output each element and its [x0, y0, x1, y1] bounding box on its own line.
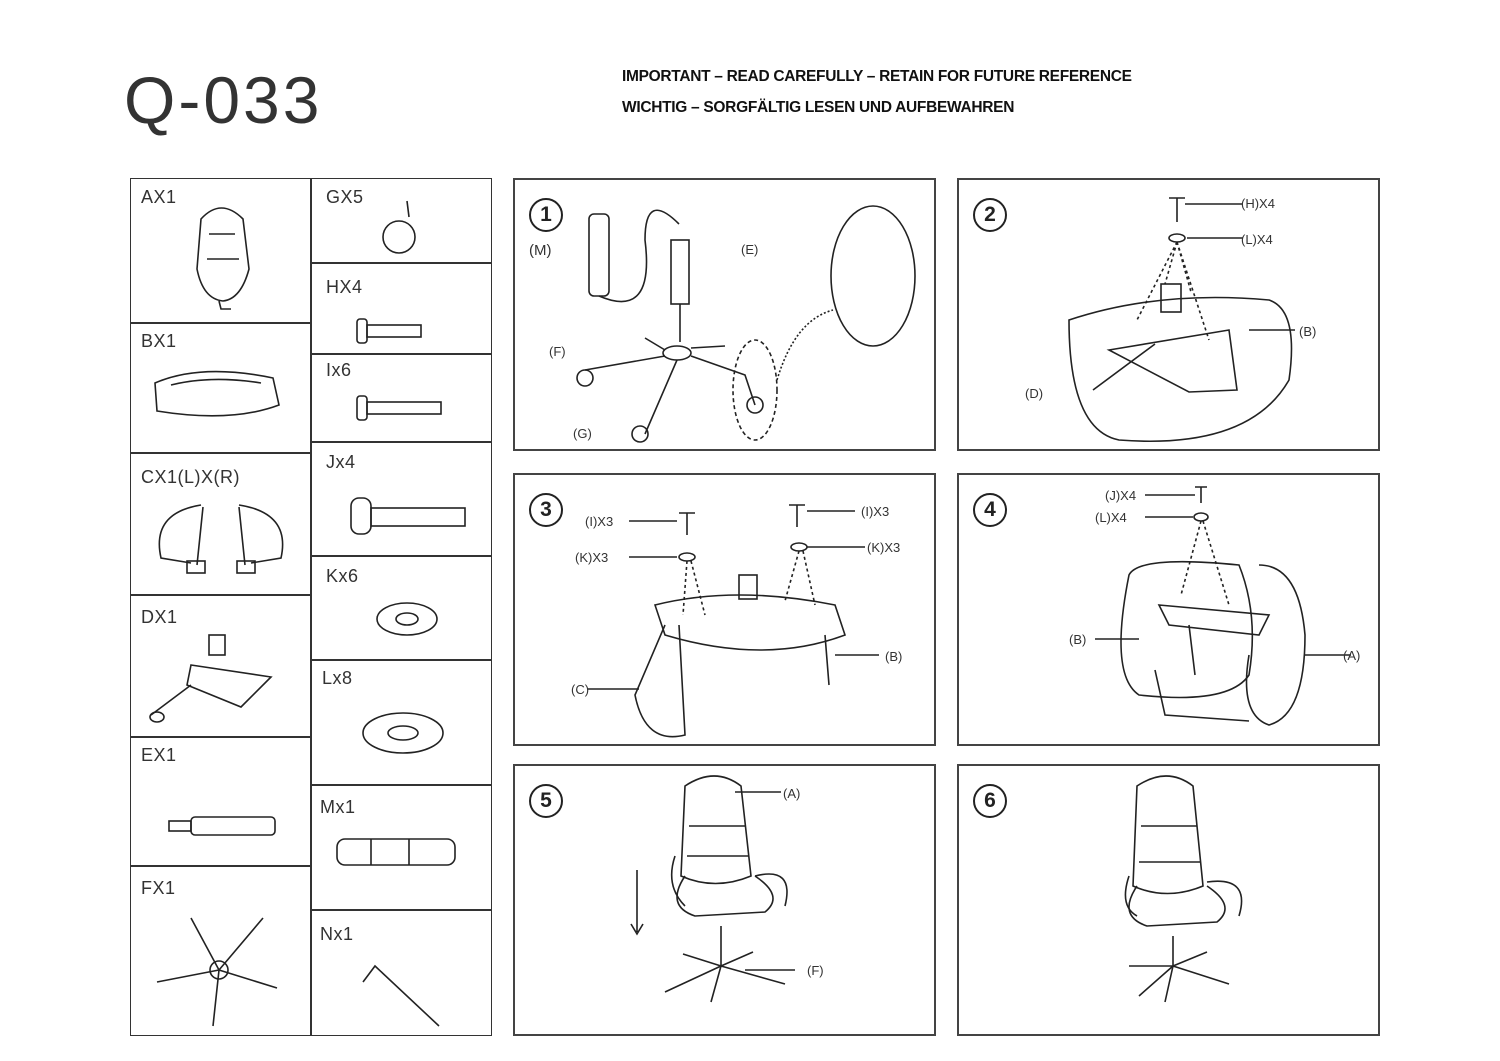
part-cell-n: Nx1 [310, 909, 492, 1036]
callout: (F) [807, 963, 824, 978]
callout: (C) [571, 682, 590, 697]
step-2-panel: 2 (H)X4 (L)X4 (B) (D) [957, 178, 1380, 451]
armrests-drawing [158, 504, 284, 574]
part-label: DX1 [141, 607, 178, 627]
part-label: Nx1 [320, 924, 354, 944]
step-4-drawing [1095, 486, 1351, 726]
model-number: Q-033 [124, 63, 323, 137]
washer-l-drawing [362, 712, 444, 754]
part-cell-a: AX1 [130, 178, 312, 324]
step-1-panel: 1 (M) (E) (F) (G) [513, 178, 936, 451]
step-number: 2 [973, 198, 1007, 232]
mechanism-drawing [149, 634, 273, 723]
part-label: BX1 [141, 331, 177, 351]
callout: (A) [783, 786, 801, 801]
part-cell-c: CX1(L)X(R) [130, 452, 312, 596]
part-cell-j: Jx4 [310, 441, 492, 557]
step-3-drawing [587, 504, 879, 738]
part-label: Kx6 [326, 566, 359, 586]
callout: (L)X4 [1095, 510, 1127, 525]
step-1-drawing [576, 205, 916, 443]
step-6-drawing [1124, 775, 1243, 1003]
base-drawing [156, 917, 278, 1027]
part-label: CX1(L)X(R) [141, 467, 241, 487]
part-label: AX1 [141, 187, 177, 207]
step-2-drawing [1068, 197, 1295, 443]
sleeve-drawing [336, 838, 456, 866]
part-label: Mx1 [320, 797, 356, 817]
part-cell-i: Ix6 [310, 353, 492, 443]
part-cell-l: Lx8 [310, 659, 492, 786]
part-cell-g: GX5 [310, 178, 492, 264]
bolt-j-drawing [350, 497, 466, 535]
callout: (B) [885, 649, 903, 664]
part-cell-k: Kx6 [310, 555, 492, 661]
step-number: 1 [529, 198, 563, 232]
part-cell-h: HX4 [310, 262, 492, 355]
part-cell-e: EX1 [130, 736, 312, 867]
callout: (K)X3 [575, 550, 609, 565]
step-4-panel: 4 (J)X4 (L)X4 (B) (A) [957, 473, 1380, 746]
step-number: 6 [973, 784, 1007, 818]
callout: (H)X4 [1241, 196, 1275, 211]
callout: (I)X3 [861, 504, 890, 519]
washer-k-drawing [376, 602, 438, 636]
bolt-h-drawing [356, 318, 422, 344]
step-5-panel: 5 (A) (F) [513, 764, 936, 1036]
callout: (A) [1343, 648, 1361, 663]
chair-back-drawing [196, 207, 250, 310]
step-number: 3 [529, 493, 563, 527]
step-number: 5 [529, 784, 563, 818]
callout: (D) [1025, 386, 1044, 401]
step-3-panel: 3 (I)X3 (K)X3 (I)X3 (K)X3 (B) (C) [513, 473, 936, 746]
part-label: Ix6 [326, 360, 352, 380]
part-label: FX1 [141, 878, 176, 898]
gas-lift-drawing [168, 816, 276, 836]
part-label: EX1 [141, 745, 177, 765]
part-cell-d: DX1 [130, 594, 312, 738]
allen-key-drawing [362, 964, 440, 1027]
part-label: GX5 [326, 187, 364, 207]
notice-english: IMPORTANT – READ CAREFULLY – RETAIN FOR … [622, 68, 1132, 85]
callout: (E) [741, 242, 759, 257]
callout: (L)X4 [1241, 232, 1273, 247]
callout: (F) [549, 344, 566, 359]
step-5-drawing [630, 775, 795, 1003]
callout: (I)X3 [585, 514, 614, 529]
seat-drawing [154, 370, 280, 417]
callout: (B) [1299, 324, 1317, 339]
caster-drawing [382, 200, 416, 254]
callout: (B) [1069, 632, 1087, 647]
callout: (J)X4 [1105, 488, 1137, 503]
callout: (K)X3 [867, 540, 901, 555]
step-number: 4 [973, 493, 1007, 527]
part-cell-f: FX1 [130, 865, 312, 1036]
step-6-panel: 6 [957, 764, 1380, 1036]
bolt-i-drawing [356, 395, 442, 421]
part-label: HX4 [326, 277, 363, 297]
notice-german: WICHTIG – SORGFÄLTIG LESEN UND AUFBEWAHR… [622, 99, 1015, 116]
part-label: Lx8 [322, 668, 353, 688]
callout: (M) [529, 242, 552, 259]
part-cell-m: Mx1 [310, 784, 492, 911]
part-label: Jx4 [326, 452, 356, 472]
part-cell-b: BX1 [130, 322, 312, 454]
callout: (G) [573, 426, 592, 441]
